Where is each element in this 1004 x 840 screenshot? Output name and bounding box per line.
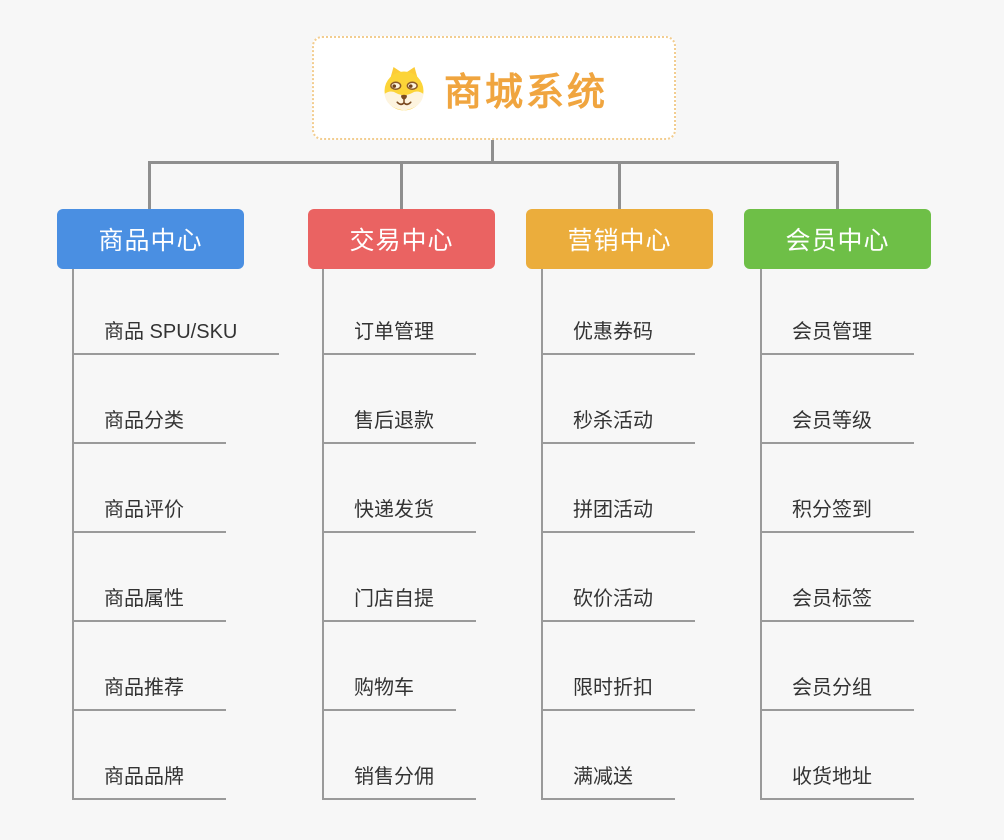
leaf-node[interactable]: 会员管理 xyxy=(760,319,914,355)
leaf-node[interactable]: 快递发货 xyxy=(322,497,476,533)
leaf-node[interactable]: 销售分佣 xyxy=(322,764,476,800)
branch-header-member-center[interactable]: 会员中心 xyxy=(744,209,931,269)
branch-header-marketing-center[interactable]: 营销中心 xyxy=(526,209,713,269)
leaf-node[interactable]: 商品 SPU/SKU xyxy=(72,319,280,355)
leaf-node[interactable]: 会员等级 xyxy=(760,408,914,444)
leaf-node[interactable]: 商品属性 xyxy=(72,586,226,622)
leaf-node[interactable]: 拼团活动 xyxy=(541,497,695,533)
leaf-node[interactable]: 商品推荐 xyxy=(72,675,226,711)
branch-trunk-marketing xyxy=(541,269,543,800)
branch-trunk-member xyxy=(760,269,762,800)
connector-drop-member xyxy=(836,161,839,209)
leaf-node[interactable]: 会员分组 xyxy=(760,675,914,711)
leaf-node[interactable]: 秒杀活动 xyxy=(541,408,695,444)
connector-drop-trade xyxy=(400,161,403,209)
leaf-node[interactable]: 商品评价 xyxy=(72,497,226,533)
leaf-node[interactable]: 订单管理 xyxy=(322,319,476,355)
root-node[interactable]: 商城系统 xyxy=(312,36,676,140)
connector-drop-product xyxy=(148,161,151,209)
leaf-node[interactable]: 满减送 xyxy=(541,764,675,800)
leaf-node[interactable]: 购物车 xyxy=(322,675,456,711)
leaf-node[interactable]: 积分签到 xyxy=(760,497,914,533)
leaf-node[interactable]: 商品分类 xyxy=(72,408,226,444)
branch-trunk-trade xyxy=(322,269,324,800)
leaf-node[interactable]: 限时折扣 xyxy=(541,675,695,711)
leaf-node[interactable]: 门店自提 xyxy=(322,586,476,622)
connector-horizontal xyxy=(148,161,839,164)
leaf-node[interactable]: 收货地址 xyxy=(760,764,914,800)
leaf-node[interactable]: 商品品牌 xyxy=(72,764,226,800)
root-title: 商城系统 xyxy=(443,71,608,114)
branch-header-product-center[interactable]: 商品中心 xyxy=(57,209,244,269)
leaf-node[interactable]: 售后退款 xyxy=(322,408,476,444)
leaf-node[interactable]: 优惠券码 xyxy=(541,319,695,355)
leaf-node[interactable]: 会员标签 xyxy=(760,586,914,622)
shiba-dog-icon xyxy=(384,67,424,111)
branch-trunk-product xyxy=(72,269,74,800)
connector-drop-marketing xyxy=(618,161,621,209)
connector-root-vertical xyxy=(491,140,494,163)
branch-header-trade-center[interactable]: 交易中心 xyxy=(308,209,495,269)
leaf-node[interactable]: 砍价活动 xyxy=(541,586,695,622)
